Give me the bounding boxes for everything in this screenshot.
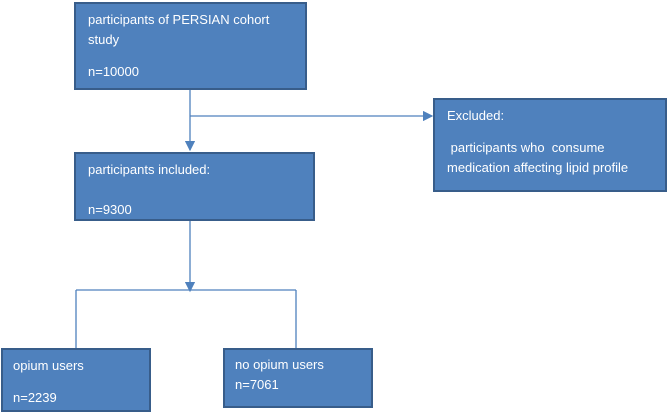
box-opium-users: opium users n=2239 <box>1 348 151 412</box>
excluded-spacer <box>447 126 653 138</box>
included-count: n=9300 <box>88 202 132 217</box>
included-spacer <box>88 180 301 200</box>
cohort-line2: study <box>88 32 120 47</box>
box-excluded: Excluded: participants who consume medic… <box>433 98 667 192</box>
cohort-count: n=10000 <box>88 64 139 79</box>
no-opium-users-count: n=7061 <box>235 377 279 392</box>
opium-users-spacer <box>13 376 139 388</box>
excluded-title: Excluded: <box>447 108 505 123</box>
excluded-line1: participants who consume <box>447 140 605 155</box>
box-included: participants included: n=9300 <box>74 152 315 221</box>
excluded-line2: medication affecting lipid profile <box>447 160 629 175</box>
cohort-spacer <box>88 50 293 62</box>
opium-users-title: opium users <box>13 358 84 373</box>
box-cohort: participants of PERSIAN cohort study n=1… <box>74 2 307 90</box>
cohort-line1: participants of PERSIAN cohort <box>88 12 270 27</box>
opium-users-count: n=2239 <box>13 390 57 405</box>
no-opium-users-title: no opium users <box>235 357 324 372</box>
included-title: participants included: <box>88 162 211 177</box>
box-no-opium-users: no opium users n=7061 <box>223 348 373 408</box>
